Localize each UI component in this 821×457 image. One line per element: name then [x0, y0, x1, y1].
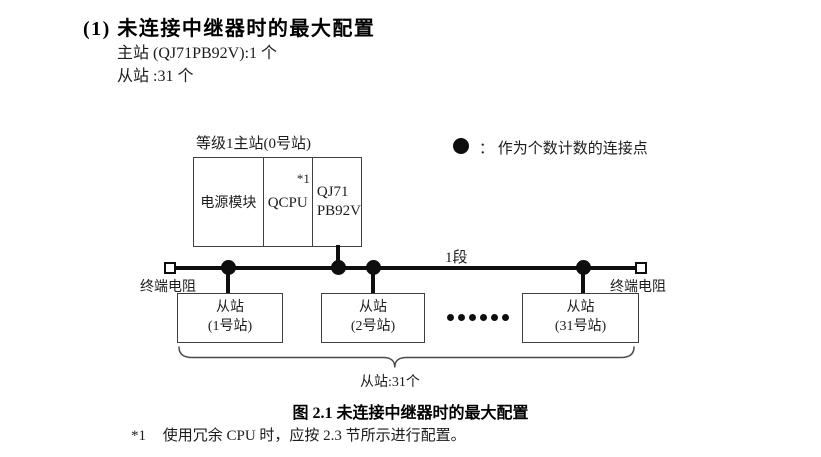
- terminating-resistor-left-icon: [164, 262, 176, 274]
- cpu-label: QCPU: [267, 195, 308, 211]
- power-module-cell: 电源模块: [194, 158, 264, 246]
- segment-label: 1段: [445, 250, 468, 266]
- connection-point-legend-icon: [453, 138, 469, 154]
- master-station-box: 电源模块 *1 QCPU QJ71 PB92V: [193, 157, 362, 247]
- slave2-drop-line: [371, 268, 375, 294]
- bus-segment-line: [170, 266, 641, 270]
- master-station-count-text: 主站 (QJ71PB92V):1 个: [117, 45, 278, 62]
- slave-label: 从站: [359, 300, 387, 316]
- footnote-reference-marker: *1: [296, 171, 310, 186]
- underbrace-icon: [178, 346, 635, 368]
- footnote: *1 使用冗余 CPU 时，应按 2.3 节所示进行配置。: [131, 424, 466, 445]
- slave-station-count-text: 从站 :31 个: [117, 68, 194, 85]
- slave31-drop-line: [581, 268, 585, 294]
- module-name-line2: PB92V: [316, 203, 361, 219]
- legend-text: ： 作为个数计数的连接点: [479, 141, 648, 157]
- slave-station-number: (2号站): [350, 319, 396, 334]
- profibus-module-cell: QJ71 PB92V: [313, 158, 361, 246]
- slave1-drop-line: [226, 268, 230, 294]
- terminating-resistor-right-label: 终端电阻: [610, 280, 666, 295]
- slave-station-number: (1号站): [207, 319, 253, 334]
- slave-station-31-box: 从站 (31号站): [522, 293, 639, 343]
- slave-station-number: (31号站): [554, 319, 607, 334]
- section-heading: (1) 未连接中继器时的最大配置: [83, 18, 376, 40]
- brace-total-label: 从站:31个: [360, 375, 420, 390]
- terminating-resistor-left-label: 终端电阻: [140, 280, 196, 295]
- cpu-cell: *1 QCPU: [264, 158, 313, 246]
- footnote-marker: *1: [131, 428, 146, 444]
- connection-point-dot: [221, 260, 236, 275]
- connection-point-dot: [366, 260, 381, 275]
- slave-station-1-box: 从站 (1号站): [177, 293, 283, 343]
- module-name-line1: QJ71: [316, 184, 349, 201]
- ellipsis-dots-icon: [447, 314, 509, 321]
- slave-label: 从站: [566, 300, 595, 316]
- connection-point-dot: [576, 260, 591, 275]
- slave-label: 从站: [216, 300, 244, 316]
- footnote-text: 使用冗余 CPU 时，应按 2.3 节所示进行配置。: [162, 428, 466, 444]
- master-drop-line: [336, 245, 340, 269]
- slave-station-2-box: 从站 (2号站): [321, 293, 425, 343]
- figure-caption: 图 2.1 未连接中继器时的最大配置: [292, 405, 529, 422]
- master-station-label: 等级1主站(0号站): [196, 136, 311, 152]
- terminating-resistor-right-icon: [635, 262, 647, 274]
